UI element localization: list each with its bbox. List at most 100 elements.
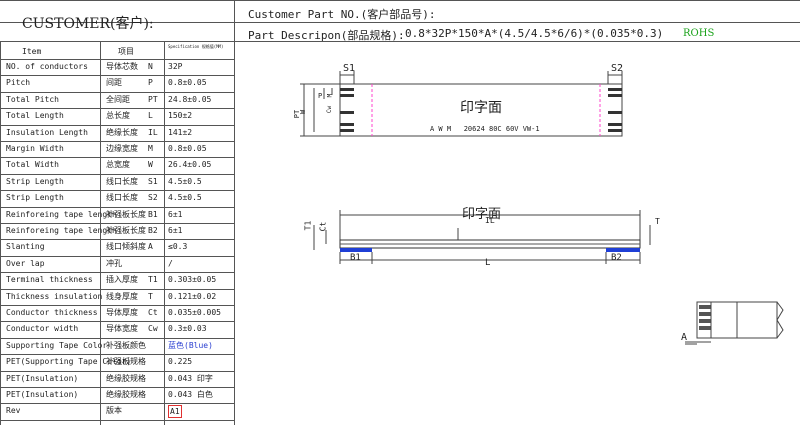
row-item-en: Conductor thickness: [6, 308, 98, 317]
row-item-en: Conductor width: [6, 324, 79, 333]
row-item-cn: 导体宽度: [106, 324, 138, 333]
row-item-en: Pitch: [6, 78, 31, 87]
w-label: W: [299, 109, 308, 115]
l-label: L: [485, 258, 491, 268]
col-header-spec: Specification 规格值(MM): [168, 44, 224, 49]
row-item-en: NO. of conductors: [6, 62, 88, 71]
b1-label: B1: [350, 253, 361, 263]
t1-label: T1: [303, 220, 313, 231]
row-spec-value: 24.8±0.05: [168, 95, 212, 104]
row-symbol: Ct: [148, 308, 158, 317]
left-strip-conductors: [340, 88, 354, 132]
row-spec-value: 0.8±0.05: [168, 144, 207, 153]
row-spec-value: 0.121±0.02: [168, 292, 217, 301]
b2-label: B2: [611, 253, 622, 263]
row-item-en: Terminal thickness: [6, 275, 93, 284]
row-item-cn: 补强板长度: [106, 226, 146, 235]
print-text: A W M 20624 80C 60V VW-1: [430, 125, 540, 133]
print-area-label-side: 印字面: [462, 207, 502, 222]
t-label: T: [655, 217, 660, 226]
row-symbol: PT: [148, 95, 158, 104]
row-spec-value: 0.035±0.005: [168, 308, 221, 317]
row-spec-value: 0.303±0.05: [168, 275, 217, 284]
row-item-cn: 全间距: [106, 95, 130, 104]
s2-label: S2: [611, 63, 624, 74]
row-symbol: N: [148, 62, 153, 71]
row-spec-value: ≤0.3: [168, 242, 188, 251]
row-spec-value: 0.043 白色: [168, 390, 213, 399]
print-area-label-top: 印字面: [460, 100, 502, 116]
row-item-cn: 总长度: [106, 111, 130, 120]
row-item-en: Reinforeing tape length: [6, 210, 117, 219]
row-item-en: Strip Length: [6, 193, 64, 202]
row-item-en: Rev: [6, 406, 21, 415]
row-spec-value: 4.5±0.5: [168, 193, 202, 202]
tape-b2: [606, 248, 640, 252]
table-row: Total Pitch 全间距 PT 24.8±0.05: [0, 92, 234, 108]
right-strip-conductors: [608, 88, 622, 132]
row-symbol: P: [148, 78, 153, 87]
row-symbol: Cw: [148, 324, 158, 333]
row-item-en: Total Width: [6, 160, 59, 169]
col-header-project: 项目: [118, 47, 134, 56]
row-item-cn: 线口倾斜度: [106, 242, 146, 251]
row-spec-value: 6±1: [168, 226, 183, 235]
row-spec-value: 0.3±0.03: [168, 324, 207, 333]
row-item-en: Total Pitch: [6, 95, 59, 104]
row-spec-value: 141±2: [168, 128, 193, 137]
row-spec-value: A1: [168, 405, 182, 418]
row-item-en: PET(Insulation): [6, 390, 79, 399]
row-spec-value: 0.043 印字: [168, 374, 213, 383]
row-item-cn: 线口长度: [106, 177, 138, 186]
cw-label: Cw: [326, 105, 334, 114]
row-spec-value: 6±1: [168, 210, 183, 219]
row-item-cn: 导体芯数: [106, 62, 138, 71]
row-item-cn: 版本: [106, 406, 122, 415]
row-item-cn: 冲孔: [106, 259, 122, 268]
row-item-cn: 线身厚度: [106, 292, 138, 301]
row-item-cn: 补强板颜色: [106, 341, 146, 350]
row-item-cn: 绝缘胶规格: [106, 374, 146, 383]
row-item-cn: 绝缘胶规格: [106, 390, 146, 399]
row-item-en: Supporting Tape Color: [6, 341, 108, 350]
il-label: IL: [485, 216, 495, 225]
part-description-label: Part Descripon(部品规格):: [248, 29, 405, 42]
top-view-drawing: [300, 71, 623, 137]
row-spec-value: 0.8±0.05: [168, 78, 207, 87]
table-row: PET(Insulation) 绝缘胶规格 0.043 白色: [0, 387, 234, 403]
ct-label: Ct: [318, 221, 328, 232]
table-row: Rev 版本 A1: [0, 403, 234, 419]
col-header-item: Item: [22, 47, 42, 56]
m-label: M: [326, 93, 334, 98]
row-symbol: L: [148, 111, 153, 120]
row-item-cn: 绝缘长度: [106, 128, 138, 137]
row-symbol: B2: [148, 226, 158, 235]
row-item-cn: 补强板长度: [106, 210, 146, 219]
rohs-label: ROHS: [683, 28, 715, 39]
row-item-cn: 导体厚度: [106, 308, 138, 317]
row-item-en: PET(Insulation): [6, 374, 79, 383]
row-item-cn: 线口长度: [106, 193, 138, 202]
row-item-cn: 边缘宽度: [106, 144, 138, 153]
detail-drawing: [685, 301, 784, 345]
a-label: A: [681, 332, 688, 343]
tape-b1: [340, 248, 372, 252]
customer-part-no-label: Customer Part NO.(客户部品号):: [248, 8, 436, 21]
row-item-cn: 补强板规格: [106, 357, 146, 366]
row-item-en: Insulation Length: [6, 128, 88, 137]
row-item-cn: 总宽度: [106, 160, 130, 169]
row-symbol: T1: [148, 275, 158, 284]
row-symbol: T: [148, 292, 153, 301]
